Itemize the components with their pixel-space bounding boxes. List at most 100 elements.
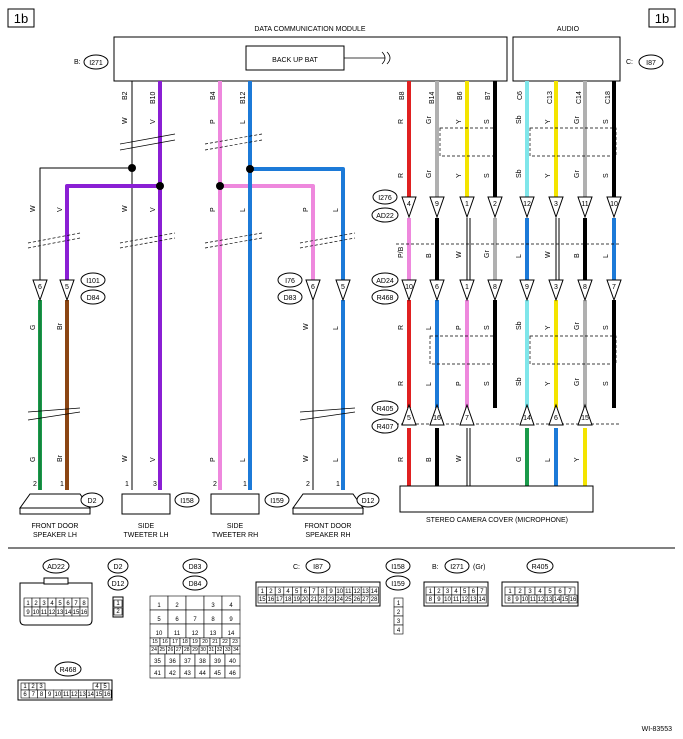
dcm-module-box — [113, 36, 508, 82]
pin-cell-number: 23 — [328, 597, 335, 603]
wire-l-branch-rh — [250, 167, 345, 280]
pin-number: 6 — [554, 415, 558, 422]
pin-cell-number: 12 — [354, 589, 361, 595]
conn-oval — [54, 661, 82, 677]
conn-oval — [526, 558, 554, 574]
pin-label: B12 — [240, 91, 247, 104]
audio-wire-label: P/B — [398, 246, 405, 258]
audio-wire-label: R — [398, 325, 405, 330]
component-title: SIDE — [138, 523, 155, 530]
page-tag-left: 1b — [14, 11, 28, 26]
pin-cell-number: 3 — [211, 603, 215, 609]
pin-cell-number: 11 — [41, 610, 48, 616]
pin-cell-number: 18 — [182, 639, 188, 645]
pin-cell-number: 42 — [169, 671, 176, 677]
connector-row-r405: R405 R407 — [371, 400, 399, 434]
pin-cell-number: 7 — [312, 589, 316, 595]
dcm-conn-id: I271 — [89, 60, 103, 67]
pin-cell-number: 6 — [472, 589, 476, 595]
audio-wire-label: S — [603, 325, 610, 330]
pin-number: 7 — [612, 284, 616, 291]
pin-number: 16 — [433, 415, 441, 422]
pin-number: 12 — [523, 201, 531, 208]
audio-wire-label: Gr — [574, 322, 581, 330]
pin-number: 6 — [435, 284, 439, 291]
figure-id: WI-83553 — [642, 726, 672, 733]
connector-pin — [519, 403, 535, 426]
connector-pin — [429, 196, 445, 219]
pin-label: C13 — [547, 91, 554, 104]
pin-cell-number: 4 — [454, 589, 458, 595]
conn-label: I158 — [391, 564, 405, 571]
connector-pin — [519, 196, 535, 219]
pin-label: B2 — [122, 91, 129, 100]
connector-pin — [401, 403, 417, 426]
conn-id: R468 — [377, 295, 394, 302]
pin-cell-number: 3 — [397, 619, 401, 625]
pin-cell-number: 2 — [175, 603, 179, 609]
pin-cell-number: 7 — [74, 601, 78, 607]
component-title: SIDE — [227, 523, 244, 530]
pin-cell-number: 7 — [32, 692, 36, 698]
pin-number: 2 — [306, 481, 310, 488]
pin-cell-number: 4 — [229, 603, 233, 609]
conn-id: I159 — [270, 498, 284, 505]
pin-cell-number: 16 — [570, 597, 577, 603]
pin-number: 2 — [493, 201, 497, 208]
pin-number: 5 — [341, 284, 345, 291]
pin-cell-number: 1 — [26, 601, 30, 607]
conn-oval — [385, 575, 411, 591]
pin-cell-number: 3 — [528, 589, 532, 595]
pin-cell-number: 4 — [397, 628, 401, 634]
audio-wire-label: S — [484, 173, 491, 178]
audio-wire-label: R — [398, 381, 405, 386]
pin-cell-number: 27 — [176, 647, 182, 653]
audio-wire-label: G — [516, 457, 523, 462]
pin-number: 9 — [435, 201, 439, 208]
conn-oval — [107, 575, 129, 591]
pin-cell-number: 15 — [259, 597, 266, 603]
pin-number: 1 — [243, 481, 247, 488]
pin-label: C6 — [517, 91, 524, 100]
pin-cell-number: 8 — [40, 692, 44, 698]
pin-number: 3 — [554, 201, 558, 208]
pin-label: B10 — [150, 91, 157, 104]
pin-cell-number: 9 — [437, 597, 441, 603]
pin-cell-number: 13 — [546, 597, 553, 603]
connector-pin — [459, 196, 475, 219]
audio-wire-label: Gr — [574, 378, 581, 386]
pin-cell-number: 20 — [302, 597, 309, 603]
pin-number: 3 — [554, 284, 558, 291]
component-subtitle: SPEAKER LH — [33, 532, 77, 539]
pin-number: 9 — [525, 284, 529, 291]
audio-title: AUDIO — [557, 26, 580, 33]
conn-label: I87 — [313, 564, 323, 571]
audio-wire-label: B — [426, 253, 433, 258]
audio-wire-label: Y — [456, 173, 463, 178]
conn-label: I159 — [391, 581, 405, 588]
pin-cell-number: 9 — [229, 617, 233, 623]
pin-number: 1 — [60, 481, 64, 488]
audio-wire-label: L — [426, 382, 433, 386]
pin-cell-number: 4 — [286, 589, 290, 595]
wire-label: L — [333, 208, 340, 212]
pin-cell-number: 24 — [336, 597, 343, 603]
audio-wire-label: Y — [456, 119, 463, 124]
dcm-conn-oval — [83, 54, 109, 70]
conn-label: AD22 — [47, 564, 65, 571]
pin-cell-number: 10 — [33, 610, 40, 616]
audio-wire-label: Y — [574, 457, 581, 462]
connector-row-ad24: AD24 R468 — [371, 272, 399, 305]
audio-wire-label: Gr — [484, 250, 491, 258]
pin-cell-number: 16 — [104, 692, 111, 698]
junction-dot — [128, 164, 136, 172]
pin-cell-number: 8 — [507, 597, 511, 603]
conn-oval — [182, 575, 208, 591]
junction-dot — [246, 165, 254, 173]
conn-id: R407 — [377, 424, 394, 431]
pin-cell-number: 25 — [159, 647, 165, 653]
pin-cell — [224, 665, 241, 679]
conn-prefix: B: — [432, 564, 439, 571]
